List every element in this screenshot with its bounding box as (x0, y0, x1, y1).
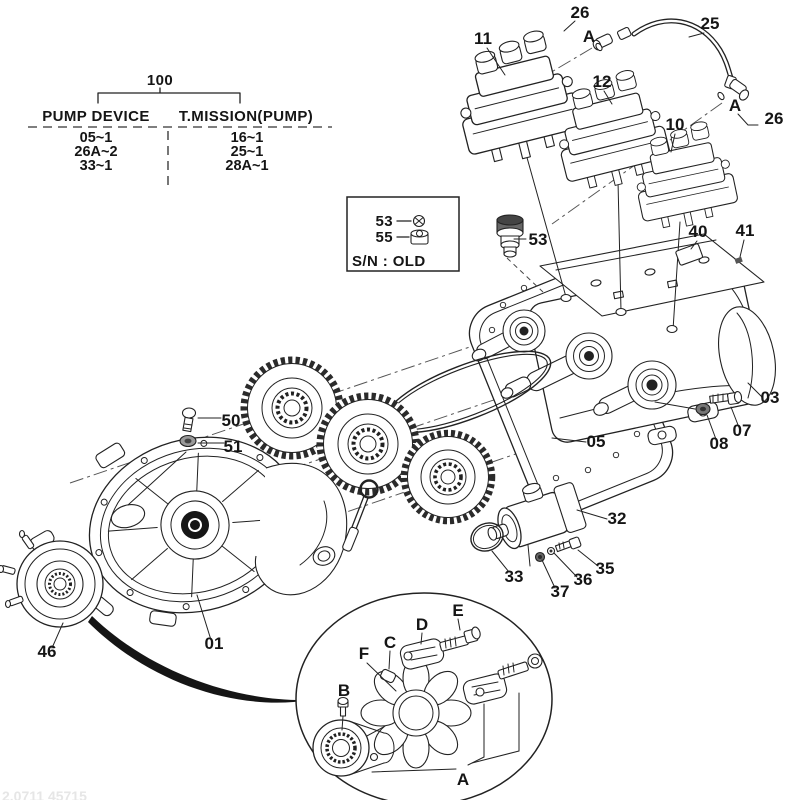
callout-41: 41 (736, 221, 755, 240)
callout-46: 46 (38, 642, 57, 661)
sn-caption: S/N : OLD (352, 253, 426, 270)
sn-item2-ref: 55 (376, 229, 394, 246)
callout-50: 50 (222, 411, 241, 430)
callout-51: 51 (224, 437, 243, 456)
pump-feet (647, 401, 719, 446)
gear-2 (316, 392, 420, 496)
table-title: 100 (147, 72, 173, 89)
callout-10: 10 (666, 115, 685, 134)
screw-41-part (734, 256, 743, 264)
callout-05: 05 (587, 432, 606, 451)
hose-end-left (616, 26, 632, 40)
footer-partial-text: 2.0711 45715 (2, 788, 87, 800)
breather-part (496, 214, 544, 293)
table-header-2: T.MISSION(PUMP) (179, 108, 313, 125)
pump-shaft-bosses (471, 309, 677, 416)
callout-labels: 11 12 10 25 26 A A 26 40 41 53 03 07 08 … (38, 3, 784, 789)
table-cell: 26A~2 (74, 144, 117, 160)
callout-a-left: A (583, 27, 595, 46)
coupling-part (0, 529, 114, 628)
table-cell: 33~1 (80, 158, 113, 174)
callout-07: 07 (733, 421, 752, 440)
detail-a-bracket (371, 692, 520, 773)
callout-40: 40 (689, 222, 708, 241)
cover-extension (254, 462, 348, 596)
callout-35: 35 (596, 559, 615, 578)
callout-53: 53 (529, 230, 548, 249)
bolt-50-part (181, 407, 197, 433)
callout-26-right: 26 (765, 109, 784, 128)
pump-body-part (468, 233, 776, 517)
valve-block-12 (559, 70, 671, 189)
o-ring-part (470, 522, 504, 552)
pin-a-right (717, 91, 725, 101)
callout-32: 32 (608, 509, 627, 528)
washer-51-part (127, 434, 197, 506)
ref-table: 100 PUMP DEVICE T.MISSION(PUMP) 05~1 26A… (28, 72, 332, 188)
cover-hub (181, 511, 209, 539)
table-cell: 25~1 (231, 144, 264, 160)
bolt-b (337, 696, 349, 731)
callout-detail-e: E (452, 601, 463, 620)
connector-swoosh (88, 616, 310, 703)
callout-08: 08 (710, 434, 729, 453)
callout-detail-f: F (359, 644, 369, 663)
bolt-35-part (554, 536, 582, 553)
gear-3 (400, 429, 496, 525)
nut-08-part (654, 401, 711, 416)
table-cell: 28A~1 (225, 158, 268, 174)
fitting-26-right (729, 78, 750, 101)
callout-detail-b: B (338, 681, 350, 700)
pin-a-left (595, 42, 603, 52)
valve-block-11 (460, 30, 585, 163)
top-plate-holes (590, 256, 710, 300)
plate-40-part (675, 243, 703, 266)
bolt-07-part (709, 390, 743, 405)
dipstick (342, 479, 379, 552)
valve-mount-lines (525, 153, 681, 334)
callout-37: 37 (551, 582, 570, 601)
bolt-right (497, 653, 543, 680)
callout-33: 33 (505, 567, 524, 586)
cap-screw-icon (412, 214, 426, 228)
callout-36: 36 (574, 570, 593, 589)
oil-window (110, 504, 146, 529)
pump-end-cap (718, 306, 776, 406)
callout-03: 03 (761, 388, 780, 407)
callout-25: 25 (701, 14, 720, 33)
insert-d (399, 638, 445, 670)
table-cell: 16~1 (231, 130, 264, 146)
callout-26-left: 26 (571, 3, 590, 22)
table-cell: 05~1 (80, 130, 113, 146)
gear-cover-part (88, 436, 348, 627)
coupling-studs (0, 529, 35, 609)
spider-coupling (360, 657, 472, 769)
washer-36-part (546, 546, 556, 556)
sn-item1-ref: 53 (376, 213, 394, 230)
callout-12: 12 (593, 72, 612, 91)
callout-detail-d: D (416, 615, 428, 634)
gasket-bolt-holes (488, 284, 641, 482)
insert-right (462, 673, 508, 705)
leader-lines (51, 47, 764, 692)
nut-icon (410, 229, 429, 245)
sn-old-box: 53 55 S/N : OLD (346, 196, 460, 272)
callout-01: 01 (205, 634, 224, 653)
callout-detail-c: C (384, 633, 396, 652)
valve-block-10 (636, 121, 738, 229)
callout-detail-a: A (457, 770, 469, 789)
pilot-pump-part (487, 482, 587, 550)
callout-11: 11 (474, 29, 492, 48)
hose-assembly (563, 18, 759, 126)
detail-circle (88, 592, 553, 800)
bolt-e (439, 626, 481, 652)
table-header-1: PUMP DEVICE (42, 108, 149, 125)
callout-a-right: A (729, 96, 741, 115)
nut-37-part (527, 544, 546, 567)
splined-hub (312, 719, 395, 777)
